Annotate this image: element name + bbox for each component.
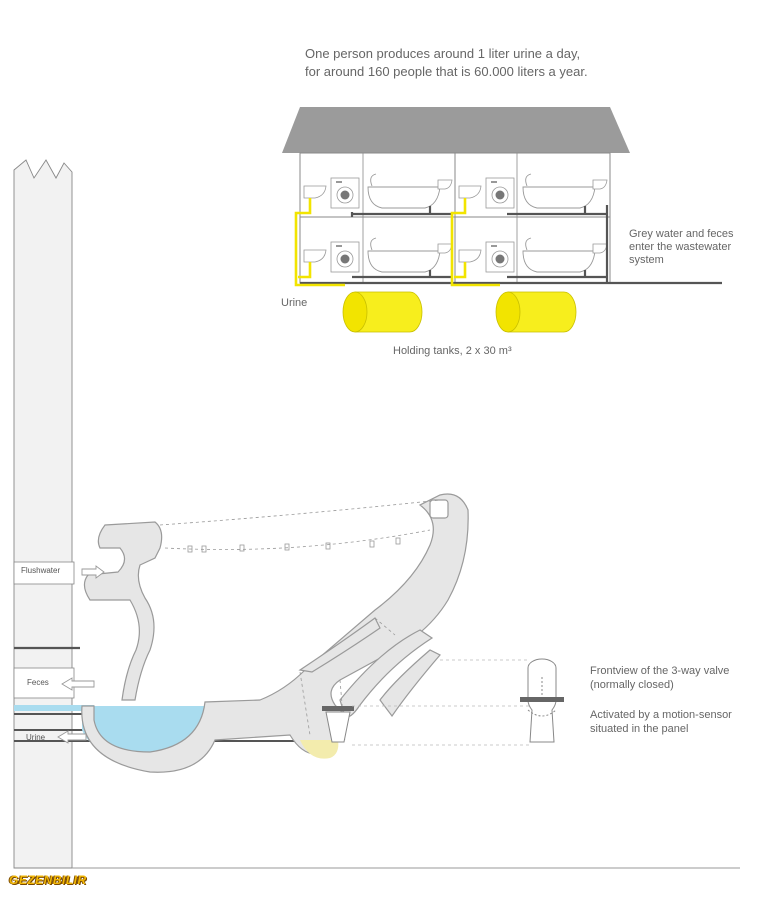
apartment-unit (458, 173, 608, 209)
sensor-line: situated in the panel (590, 723, 689, 735)
urine-label: Urine (281, 297, 308, 309)
urine-pipe-label: Urine (26, 733, 46, 742)
urine-pipes (294, 198, 500, 287)
headline-line: One person produces around 1 liter urine… (305, 46, 581, 61)
house-roof (282, 107, 630, 153)
headline: One person produces around 1 liter urine… (305, 45, 588, 81)
flushwater-label: Flushwater (21, 566, 61, 575)
holding-tank (495, 291, 577, 333)
sensor-label: Activated by a motion-sensor situated in… (590, 708, 732, 736)
watermark-logo: GEZENBILIR (9, 873, 87, 887)
holding-tanks-label: Holding tanks, 2 x 30 m³ (393, 345, 512, 357)
valve-line: Frontview of the 3-way valve (590, 665, 730, 677)
arrow-right-icon (81, 565, 105, 579)
feces-label: Feces (27, 678, 49, 687)
sensor-line: Activated by a motion-sensor (590, 709, 732, 721)
valve-assembly (300, 706, 354, 759)
grey-water-line: system (629, 254, 664, 266)
valve-line: (normally closed) (590, 679, 674, 691)
valve-label: Frontview of the 3-way valve (normally c… (590, 664, 729, 692)
grey-water-label: Grey water and feces enter the wastewate… (629, 228, 758, 267)
holding-tank (342, 291, 423, 333)
grey-water-line: Grey water and feces (629, 228, 734, 240)
grey-water-line: enter the wastewater (629, 241, 732, 253)
headline-line: for around 160 people that is 60.000 lit… (305, 64, 588, 79)
wall-section (13, 159, 75, 869)
arrow-left-icon (57, 730, 87, 744)
house (282, 107, 722, 287)
toilet-ceramic (81, 493, 469, 773)
leader-lines (352, 659, 530, 746)
seat-markers (187, 537, 401, 553)
arrow-left-icon (61, 677, 95, 691)
valve-frontview (520, 658, 564, 743)
apartment-unit (303, 173, 453, 209)
apartment-unit (303, 237, 453, 273)
apartment-unit (458, 237, 608, 273)
grey-water-pipes (300, 205, 722, 285)
